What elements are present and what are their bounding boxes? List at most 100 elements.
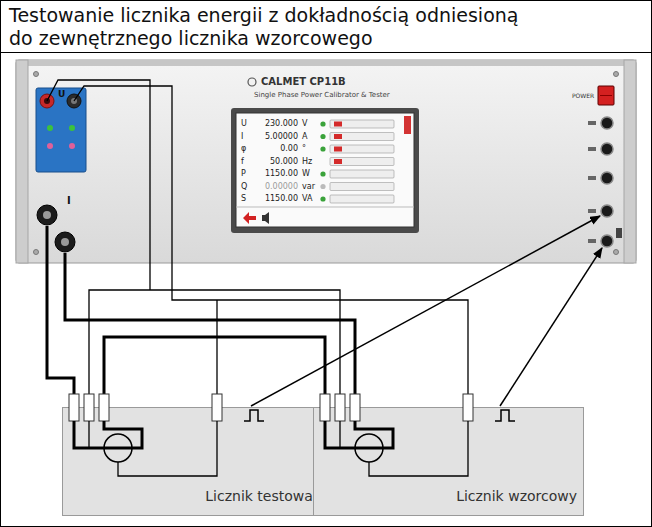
screen-divider bbox=[236, 207, 414, 208]
brand-name: CALMET CP11B bbox=[261, 76, 346, 88]
voltage-panel bbox=[36, 88, 86, 172]
power-switch-edge bbox=[600, 95, 612, 96]
socket-label: U bbox=[58, 89, 65, 100]
screen-symbol: S bbox=[241, 194, 246, 204]
bnc-socket bbox=[601, 172, 613, 184]
meter-label: Licznik wzorcowy bbox=[456, 488, 577, 505]
title-rule bbox=[0, 52, 652, 53]
screen-unit: V bbox=[302, 119, 307, 129]
meter-terminal bbox=[335, 394, 345, 421]
screen-value: 50.000 bbox=[270, 157, 298, 167]
status-dot bbox=[320, 146, 325, 151]
pulse-symbol bbox=[244, 410, 264, 421]
brand-logo bbox=[248, 78, 256, 86]
meter-box: Licznik wzorcowy bbox=[313, 407, 584, 516]
screen-symbol: I bbox=[241, 132, 243, 142]
pulse-arrow bbox=[251, 216, 600, 406]
screen-symbol: φ bbox=[241, 144, 246, 154]
socket-icon bbox=[588, 239, 596, 243]
screen-marker bbox=[334, 159, 342, 164]
screen-symbol: U bbox=[241, 119, 247, 129]
meter-terminal bbox=[212, 394, 222, 421]
rack-handle bbox=[624, 60, 636, 263]
meter-symbol bbox=[104, 434, 132, 462]
bnc-socket bbox=[601, 143, 613, 155]
screen-unit: var bbox=[302, 182, 315, 192]
status-dot bbox=[320, 196, 325, 201]
screen-buttons bbox=[330, 133, 394, 141]
screen-buttons bbox=[330, 120, 394, 128]
screen-value: 0.00000 bbox=[265, 182, 298, 192]
screen-unit: A bbox=[302, 132, 307, 142]
screen-value: 5.00000 bbox=[265, 132, 298, 142]
screen-buttons bbox=[330, 183, 394, 191]
device-front bbox=[16, 60, 636, 263]
screen-value: 1150.00 bbox=[265, 194, 298, 204]
power-switch bbox=[598, 86, 614, 105]
screen-buttons bbox=[330, 195, 394, 203]
socket-label: I bbox=[67, 195, 71, 207]
screen-unit: W bbox=[302, 169, 310, 179]
meter-terminal bbox=[99, 394, 109, 421]
meter-symbol bbox=[355, 434, 383, 462]
rack-handle bbox=[16, 60, 28, 263]
bnc-socket bbox=[601, 117, 613, 129]
status-dot bbox=[320, 184, 325, 189]
screen-value: 230.000 bbox=[265, 119, 298, 129]
status-led bbox=[69, 143, 75, 149]
screen-unit: VA bbox=[302, 194, 312, 204]
socket-hole bbox=[43, 211, 51, 219]
screen-marker bbox=[334, 122, 342, 127]
meter-terminal bbox=[69, 394, 79, 421]
socket-icon bbox=[588, 176, 596, 180]
screen-symbol: P bbox=[241, 169, 246, 179]
pulse-arrow bbox=[500, 248, 602, 406]
screen-buttons bbox=[330, 170, 394, 178]
text-group: Licznik wzorcowy bbox=[456, 488, 577, 505]
neutral-wire bbox=[216, 300, 217, 394]
socket-icon bbox=[588, 121, 596, 125]
screen-indicator bbox=[404, 116, 411, 134]
meter-terminal bbox=[84, 394, 94, 421]
model-subtitle: Single Phase Power Calibrator & Tester bbox=[254, 91, 390, 99]
screen-icon bbox=[243, 212, 256, 224]
status-led bbox=[47, 143, 53, 149]
usb-port bbox=[616, 228, 622, 238]
meter-terminal bbox=[350, 394, 360, 421]
meter-terminal bbox=[320, 394, 330, 421]
socket-hole bbox=[61, 238, 69, 246]
current-wire bbox=[47, 226, 74, 394]
screen-buttons bbox=[330, 145, 394, 153]
meter-box: Licznik testowany bbox=[62, 407, 342, 516]
pulse-symbol bbox=[495, 410, 515, 421]
screw bbox=[34, 72, 39, 77]
screen-unit: ° bbox=[302, 144, 306, 154]
screen bbox=[236, 113, 414, 227]
status-dot bbox=[320, 121, 325, 126]
socket-icon bbox=[588, 209, 596, 213]
screen-value: 1150.00 bbox=[265, 169, 298, 179]
voltage-wire bbox=[47, 80, 150, 290]
screen-symbol: f bbox=[241, 157, 244, 167]
device-top-edge bbox=[16, 60, 636, 66]
meter-label: Licznik testowany bbox=[205, 488, 330, 505]
status-dot bbox=[320, 134, 325, 139]
current-socket bbox=[55, 232, 75, 252]
text-group: Licznik testowany bbox=[205, 488, 330, 505]
screen-unit: Hz bbox=[302, 157, 312, 167]
meter-terminal bbox=[463, 394, 473, 421]
screen-buttons bbox=[330, 158, 394, 166]
screen-marker bbox=[334, 134, 342, 139]
screen-value: 0.00 bbox=[280, 144, 298, 154]
bnc-socket bbox=[601, 205, 613, 217]
voltage-coil bbox=[339, 421, 340, 448]
status-led bbox=[47, 125, 53, 131]
socket-icon bbox=[588, 147, 596, 151]
voltage-coil bbox=[369, 421, 468, 476]
bnc-socket bbox=[601, 235, 613, 247]
screen-symbol: Q bbox=[241, 182, 247, 192]
screw bbox=[34, 250, 39, 255]
screw bbox=[614, 250, 619, 255]
screen-marker bbox=[334, 147, 342, 152]
